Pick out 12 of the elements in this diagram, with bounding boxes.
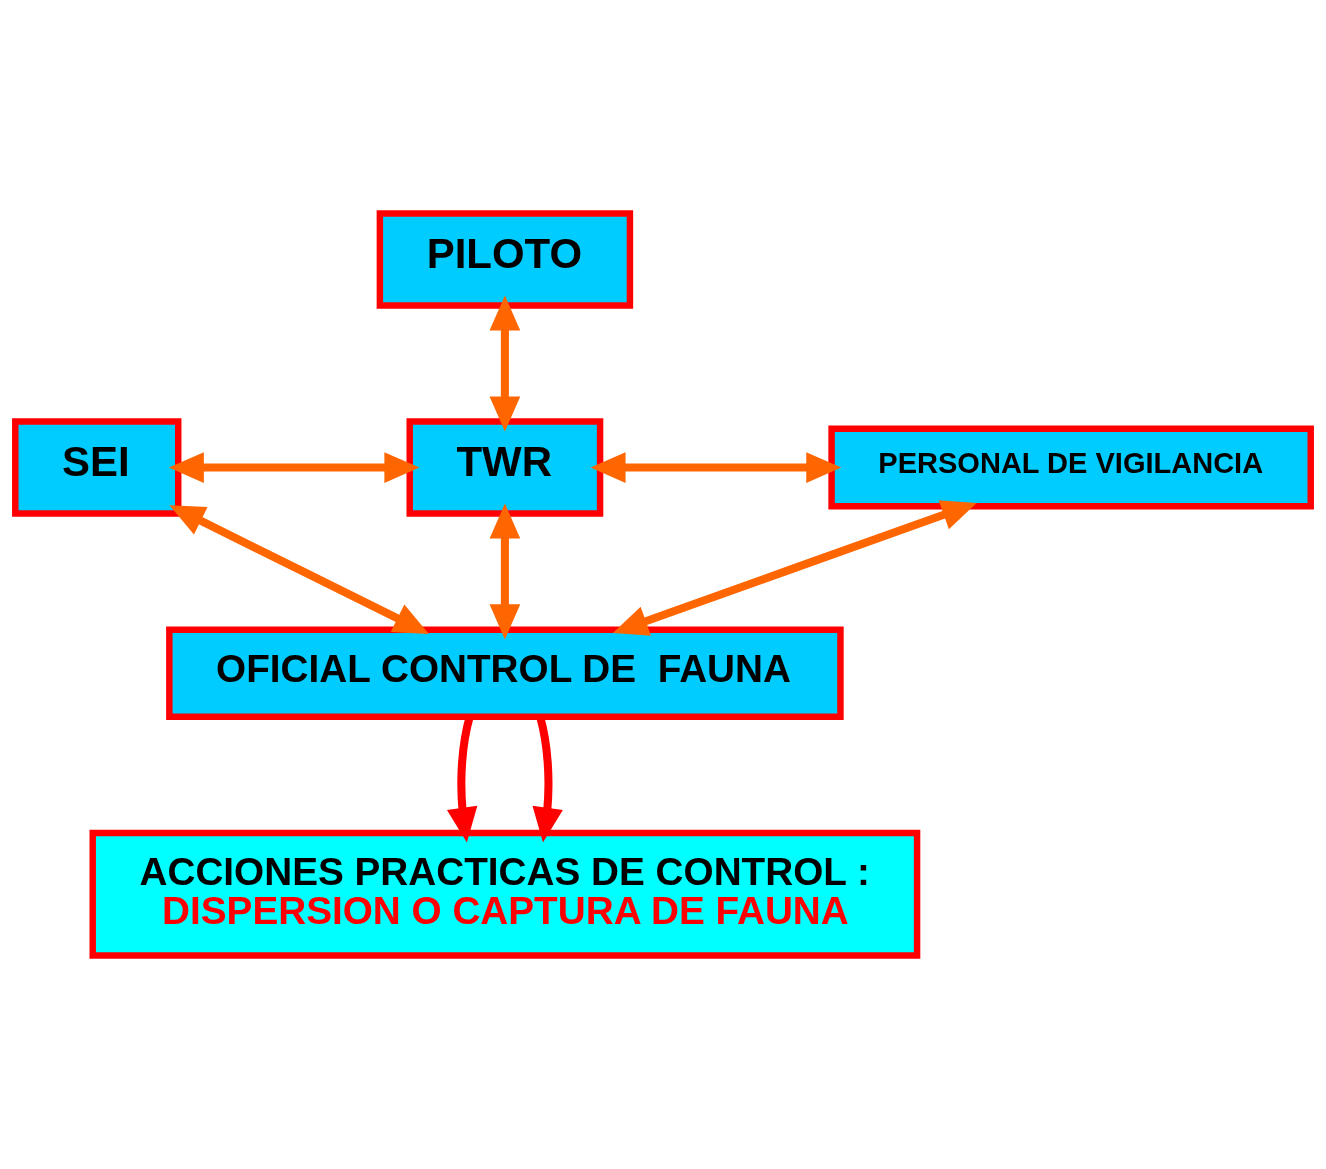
node-box: TWR (406, 418, 604, 517)
node-box: PILOTO (376, 210, 634, 309)
node-box: SEI (12, 418, 182, 517)
node-box: PERSONAL DE VIGILANCIA (828, 425, 1314, 510)
node-box: ACCIONES PRACTICAS DE CONTROL : DISPERSION O CAPTURA DE FAUNA (89, 829, 921, 959)
arrow (489, 295, 521, 432)
node-box: OFICIAL CONTROL DE FAUNA (166, 626, 844, 720)
arrow (168, 452, 420, 483)
arrow (169, 505, 429, 634)
arrow (489, 503, 521, 640)
arrow (590, 452, 842, 483)
arrow (612, 500, 977, 636)
